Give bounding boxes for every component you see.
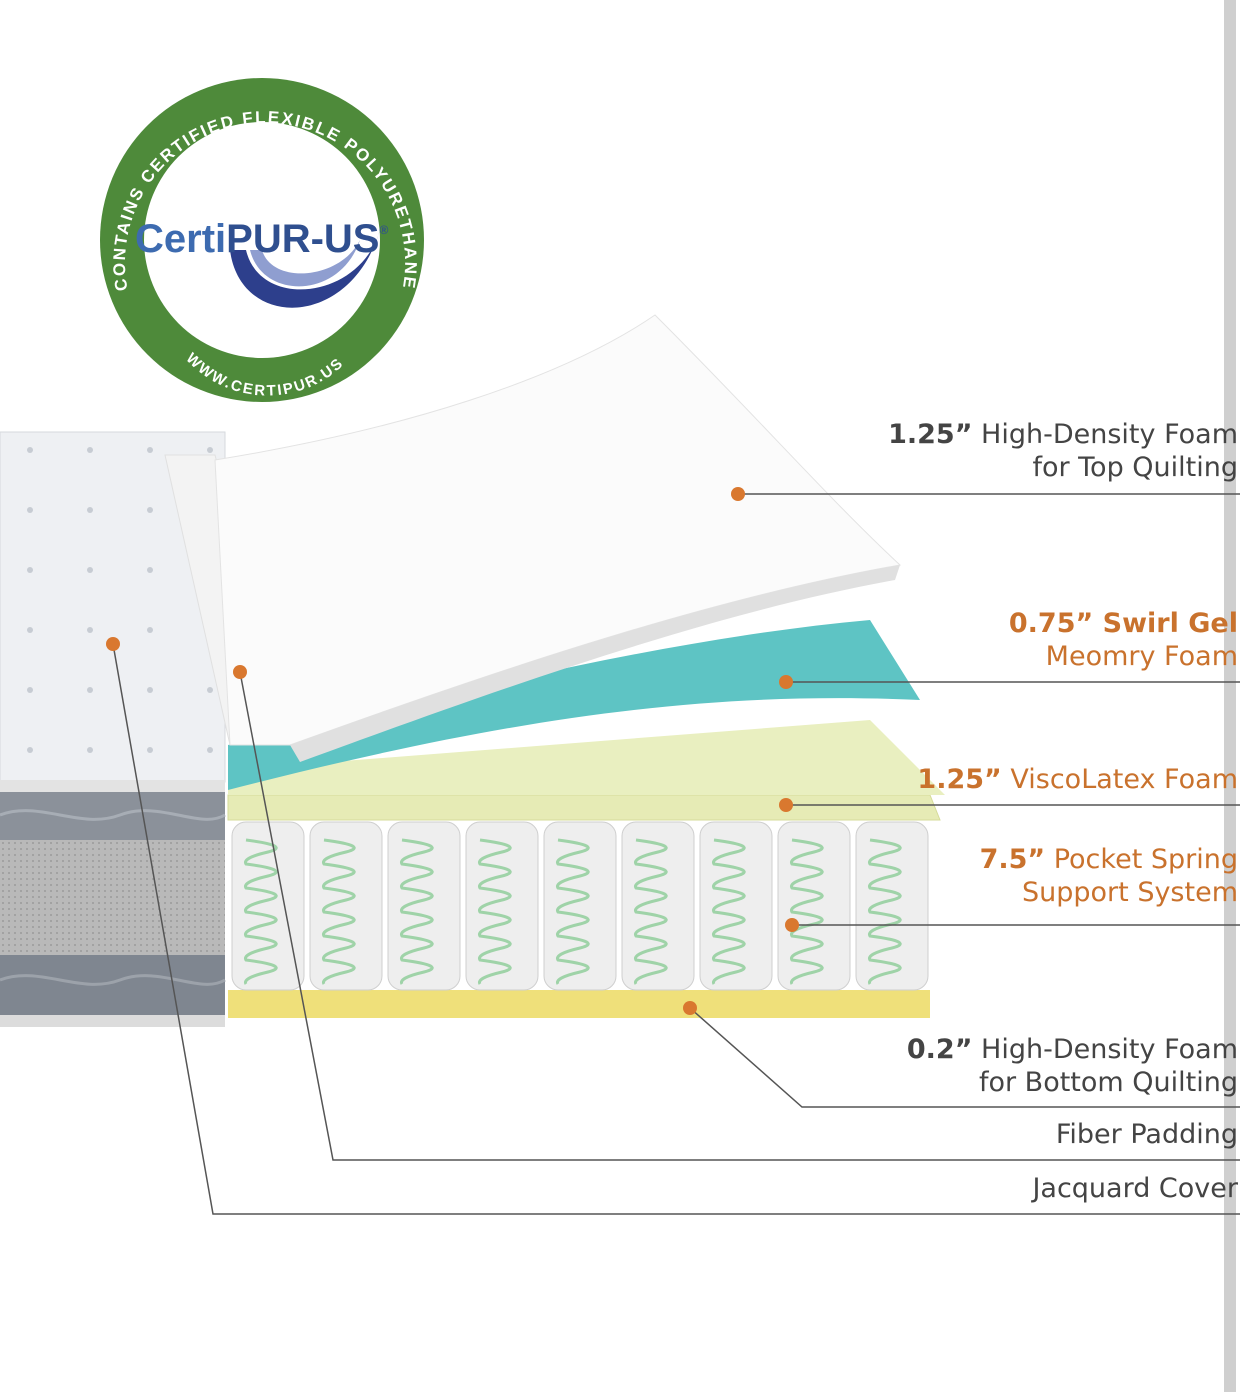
label-bottom-foam: 0.2” High-Density Foam for Bottom Quilti… [907, 1033, 1238, 1099]
marker-cover [106, 637, 120, 651]
label-viscolatex-size: 1.25” [917, 764, 1002, 795]
marker-bottom-foam [683, 1001, 697, 1015]
label-bottom-foam-line2: for Bottom Quilting [978, 1067, 1238, 1098]
spring-coil [400, 838, 434, 985]
label-viscolatex-text: ViscoLatex Foam [1001, 764, 1238, 795]
spring-coil [556, 838, 590, 985]
label-springs-text: Pocket Spring [1045, 844, 1238, 875]
swoosh-icon [230, 230, 380, 308]
scrollbar[interactable] [1224, 0, 1236, 1392]
bottom-foam [228, 990, 930, 1018]
label-viscolatex: 1.25” ViscoLatex Foam [917, 763, 1238, 796]
pocket-springs [231, 821, 929, 991]
markers [106, 487, 799, 1015]
leader-lines [112, 493, 1240, 1215]
label-fiber-padding: Fiber Padding [1056, 1118, 1238, 1151]
mattress-cross-section [0, 314, 945, 1027]
label-springs-size: 7.5” [979, 844, 1046, 875]
label-springs: 7.5” Pocket Spring Support System [980, 843, 1238, 909]
label-top-foam: 1.25” High-Density Foam for Top Quilting [888, 418, 1238, 484]
marker-viscolatex [779, 798, 793, 812]
label-top-foam-size: 1.25” [888, 419, 973, 450]
side-mesh [0, 840, 225, 955]
spring-coil [322, 838, 356, 985]
certipur-badge: CONTAINS CERTIFIED FLEXIBLE POLYURETHANE… [0, 0, 424, 402]
marker-top-foam [731, 487, 745, 501]
swoosh-light-icon [250, 240, 360, 287]
marker-fiber [233, 665, 247, 679]
gel-foam-layer [228, 620, 920, 790]
spring-coil [712, 838, 746, 985]
spring-coil [244, 838, 278, 985]
label-gel-size: 0.75” Swirl Gel [1008, 608, 1238, 639]
marker-gel [779, 675, 793, 689]
side-panel-lower [0, 955, 225, 1015]
marker-springs [785, 918, 799, 932]
spring-coil [478, 838, 512, 985]
label-jacquard-text: Jacquard Cover [1032, 1173, 1238, 1204]
label-gel-foam: 0.75” Swirl Gel Meomry Foam [1009, 607, 1238, 673]
label-bottom-foam-text: High-Density Foam [972, 1034, 1238, 1065]
label-springs-line2: Support System [1022, 877, 1238, 908]
label-top-foam-text: High-Density Foam [972, 419, 1238, 450]
badge-brand: CertiPUR-US® [135, 217, 388, 261]
label-top-foam-line2: for Top Quilting [1032, 452, 1238, 483]
label-fiber-text: Fiber Padding [1055, 1119, 1238, 1150]
viscolatex-layer [227, 794, 941, 821]
label-bottom-foam-size: 0.2” [906, 1034, 973, 1065]
label-jacquard-cover: Jacquard Cover [1032, 1172, 1238, 1205]
viscolatex-top [228, 720, 945, 795]
label-gel-line2: Meomry Foam [1045, 641, 1238, 672]
spring-coil [634, 838, 668, 985]
spring-coil [790, 838, 824, 985]
spring-coil [868, 838, 902, 985]
